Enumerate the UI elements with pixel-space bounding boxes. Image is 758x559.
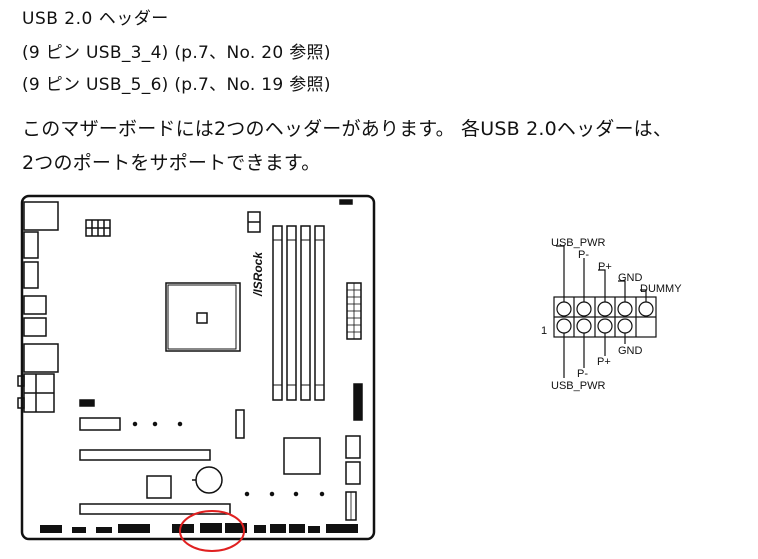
pin xyxy=(556,301,572,317)
dimm-slot xyxy=(300,225,311,401)
bottom-header xyxy=(308,526,320,533)
pin-label-p-minus-bottom: P- xyxy=(577,368,588,380)
dimm-slot xyxy=(272,225,283,401)
description-line-2: 2つのポートをサポートできます。 xyxy=(22,152,321,174)
io-latch xyxy=(17,397,25,409)
io-block xyxy=(23,295,47,315)
pin-label-p-plus-bottom: P+ xyxy=(597,356,611,368)
pcie-x16-slot-2 xyxy=(79,503,231,515)
chipset xyxy=(283,437,321,475)
sata-connector xyxy=(345,435,361,459)
cmos-battery xyxy=(195,466,223,494)
pin-1 xyxy=(556,318,572,334)
pin-label-p-plus: P+ xyxy=(598,261,612,273)
pcie-x1-slot xyxy=(79,417,121,431)
io-block xyxy=(23,231,39,259)
cpu-socket-center xyxy=(196,312,208,324)
board-outline xyxy=(20,194,376,541)
io-block xyxy=(23,261,39,289)
pin-label-p-minus: P- xyxy=(578,249,589,261)
m2-connector xyxy=(79,399,95,407)
io-block xyxy=(23,317,47,337)
io-block xyxy=(23,343,59,373)
bottom-header xyxy=(72,527,86,533)
bottom-header xyxy=(254,525,266,533)
m2-slot xyxy=(235,409,245,439)
usb-header-usb_5_6 xyxy=(225,523,247,533)
header-ref-usb34: (9 ピン USB_3_4) (p.7、No. 20 参照) xyxy=(22,43,331,63)
pin-label-usb-pwr-bottom: USB_PWR xyxy=(551,380,605,392)
dimm-slot xyxy=(314,225,325,401)
dimm-slot xyxy=(286,225,297,401)
highlight-circle xyxy=(179,510,245,552)
bottom-header xyxy=(96,527,112,533)
pin xyxy=(638,301,654,317)
usb-pinout-diagram: USB_PWR P- P+ GND DUMMY 1 GND P+ P- USB_… xyxy=(541,237,682,392)
cpu-socket xyxy=(165,282,241,352)
pin xyxy=(576,301,592,317)
bottom-header xyxy=(40,525,62,533)
chip xyxy=(146,475,172,499)
pin-label-gnd: GND xyxy=(618,272,643,284)
pin xyxy=(617,318,633,334)
io-block xyxy=(23,201,59,231)
pin xyxy=(617,301,633,317)
pcie-x16-slot xyxy=(79,449,211,461)
top-header xyxy=(339,199,353,205)
board-logo: /ISRock xyxy=(251,251,265,297)
pin-label-dummy: DUMMY xyxy=(640,283,682,295)
pin xyxy=(597,301,613,317)
pin-1-marker: 1 xyxy=(541,325,547,337)
pin-label-usb-pwr: USB_PWR xyxy=(551,237,605,249)
pin xyxy=(576,318,592,334)
bottom-header xyxy=(118,524,150,533)
header-ref-usb56: (9 ピン USB_5_6) (p.7、No. 19 参照) xyxy=(22,75,331,95)
motherboard-diagram xyxy=(17,194,376,552)
description-line-1: このマザーボードには2つのヘッダーがあります。 各USB 2.0ヘッダーは、 xyxy=(22,118,673,140)
bottom-header xyxy=(270,524,286,533)
sata-connector xyxy=(345,461,361,485)
io-latch xyxy=(17,375,25,387)
pin xyxy=(597,318,613,334)
usb-header-usb_3_4 xyxy=(200,523,222,533)
bottom-header xyxy=(172,524,194,533)
pin-label-gnd-bottom: GND xyxy=(618,345,643,357)
section-title: USB 2.0 ヘッダー xyxy=(22,9,169,29)
bottom-header xyxy=(326,524,358,533)
sata-connector xyxy=(353,383,363,421)
bottom-header xyxy=(289,524,305,533)
